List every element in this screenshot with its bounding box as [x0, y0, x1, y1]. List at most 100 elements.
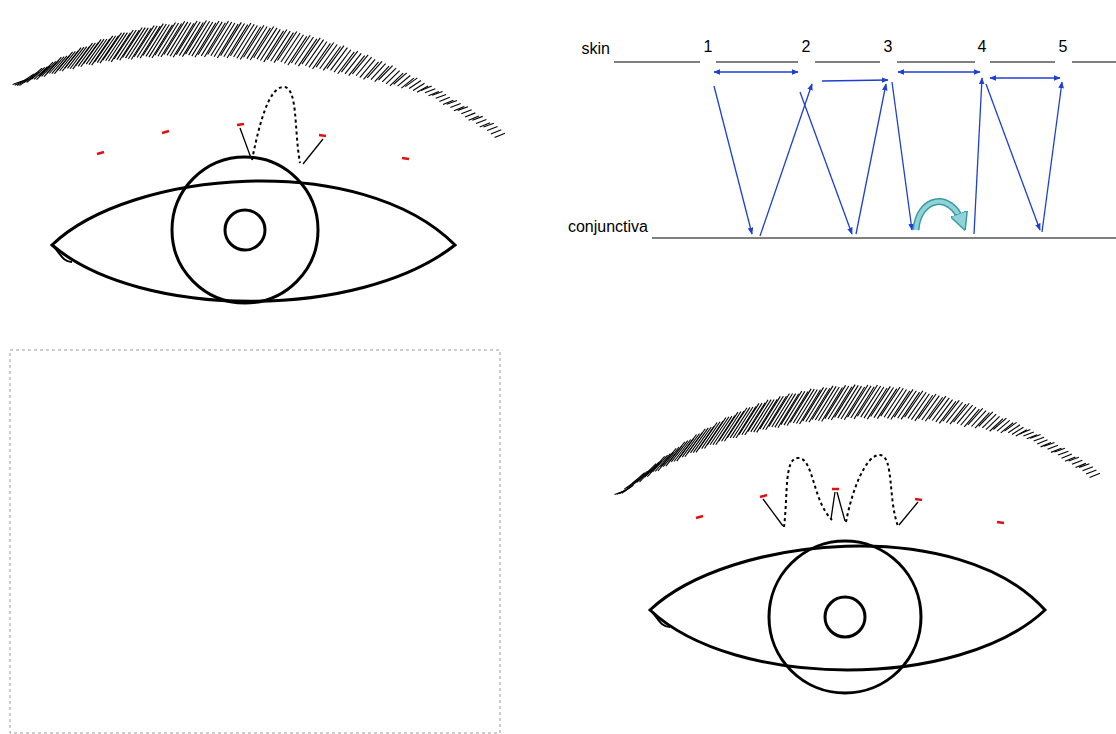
- brow-hair: [693, 427, 711, 453]
- brow-hair: [671, 441, 687, 462]
- brow-hair: [993, 418, 1006, 429]
- brow-hair: [908, 392, 926, 418]
- brow-hair: [1020, 429, 1031, 434]
- brow-hair: [267, 30, 287, 60]
- tissue-lines: [614, 62, 1116, 238]
- brow-hair: [682, 434, 699, 458]
- brow-hair: [421, 86, 432, 91]
- brow-hair: [120, 30, 139, 60]
- brow-hair: [1044, 443, 1054, 447]
- point-number: 2: [802, 38, 811, 56]
- brow-hair: [894, 389, 913, 417]
- brow-hair: [382, 68, 396, 82]
- brow-hair: [450, 103, 460, 107]
- brow-hair: [1030, 434, 1040, 438]
- brow-hair: [111, 33, 130, 62]
- brow-hair: [634, 471, 647, 483]
- brow-hair: [491, 130, 501, 134]
- brow-hair: [884, 388, 903, 417]
- brow-hair: [1008, 425, 1020, 433]
- brow-hair: [1058, 451, 1068, 455]
- brow-hair: [806, 388, 827, 422]
- brow-hair: [663, 447, 679, 467]
- brow-hair: [349, 56, 365, 76]
- brow-hair: [131, 28, 151, 59]
- brow-hair: [1023, 432, 1033, 436]
- brow-hair: [1048, 445, 1058, 449]
- brow-hair: [690, 428, 708, 453]
- brow-hair: [796, 389, 817, 423]
- brow-hair: [1001, 423, 1013, 433]
- brow-hair: [748, 400, 768, 432]
- brow-hair: [250, 28, 270, 60]
- brow-hair: [257, 28, 277, 59]
- turn-arrow: [916, 202, 962, 230]
- brow-hair: [254, 27, 274, 58]
- brow-hair: [867, 388, 887, 419]
- brow-hair: [327, 46, 344, 69]
- layer-label: skin: [582, 40, 610, 58]
- brow-hair: [425, 89, 435, 93]
- brow-hair: [487, 127, 497, 131]
- brow-hair: [152, 25, 172, 58]
- brow-hair: [378, 66, 392, 80]
- brow-hair: [309, 42, 327, 68]
- brow-hair: [495, 133, 505, 137]
- brow-hair: [851, 386, 871, 418]
- brow-hair: [828, 386, 849, 419]
- suture-loop: [763, 455, 918, 527]
- brow-hair: [386, 71, 400, 84]
- eye-outline: [650, 541, 1045, 693]
- point-number: 3: [884, 38, 893, 56]
- brow-hair: [661, 448, 677, 467]
- brow-hair: [439, 97, 449, 101]
- brow-hair: [117, 30, 136, 60]
- brow-hair: [140, 26, 160, 58]
- brow-hair: [305, 40, 323, 66]
- brow-hair: [375, 66, 389, 81]
- brow-hair: [281, 33, 300, 62]
- brow-hair: [688, 429, 706, 453]
- brow-hair: [1037, 440, 1047, 444]
- brow-hair: [338, 52, 355, 74]
- brow-hair: [417, 86, 428, 92]
- brow-hair: [881, 387, 900, 416]
- brow-hair: [137, 26, 157, 58]
- brow-hair: [1004, 422, 1016, 431]
- brow-hair: [483, 123, 493, 127]
- empty-frame: [10, 350, 500, 733]
- brow-hair: [674, 439, 691, 461]
- brow-hair: [1072, 460, 1082, 464]
- brow-hair: [1034, 437, 1044, 441]
- brow-hair: [990, 419, 1003, 432]
- brow-hair: [161, 24, 182, 57]
- brow-hair: [727, 408, 747, 438]
- suture-path: [714, 72, 1062, 236]
- eyebrow: [13, 20, 505, 137]
- suture-loop: [240, 87, 323, 164]
- brow-hair: [436, 94, 446, 98]
- brow-hair: [465, 113, 475, 117]
- brow-hair: [964, 409, 979, 427]
- brow-hair: [158, 23, 179, 56]
- brow-hair: [1083, 467, 1093, 471]
- brow-hair: [240, 27, 260, 60]
- brow-hair: [432, 92, 442, 96]
- incision-marks: [696, 489, 1004, 523]
- brow-hair: [364, 62, 379, 80]
- point-number: 4: [978, 38, 987, 56]
- brow-hair: [918, 394, 936, 419]
- brow-hair: [394, 73, 407, 84]
- brow-hair: [975, 413, 989, 428]
- brow-hair: [334, 50, 351, 72]
- brow-hair: [405, 78, 417, 87]
- brow-hair: [390, 73, 403, 86]
- brow-hair: [787, 391, 808, 425]
- brow-hair: [302, 38, 320, 64]
- brow-hair: [204, 23, 225, 57]
- brow-hair: [679, 435, 696, 458]
- brow-hair: [1079, 464, 1089, 468]
